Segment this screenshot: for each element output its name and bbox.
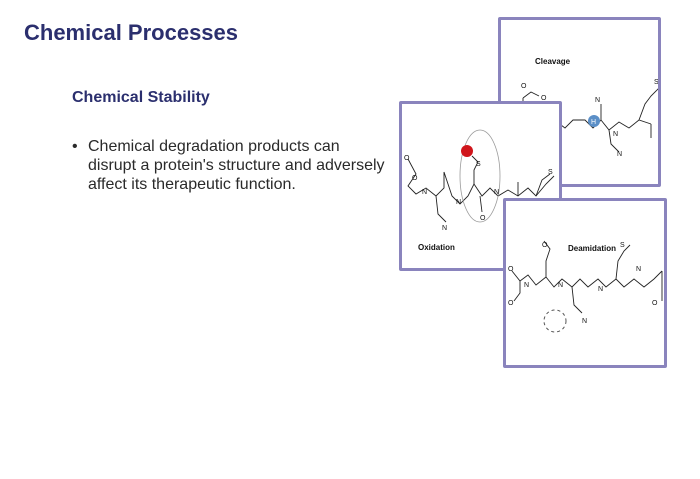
deamidation-label: Deamidation [568, 244, 616, 253]
atom-n: N [422, 189, 427, 196]
atom-o: O [541, 95, 547, 102]
atom-o: O [508, 266, 514, 273]
atom-o: O [404, 155, 410, 162]
atom-h: H [591, 119, 596, 126]
oxidation-structure-diagram: Oxidation O O N N N S S O N [404, 129, 555, 252]
atom-s: S [476, 161, 481, 168]
oxidation-label: Oxidation [418, 243, 455, 252]
bullet-point: • Chemical degradation products can disru… [72, 137, 388, 194]
slide-title: Chemical Processes [24, 20, 239, 45]
deamidation-structure-diagram: Deamidation O O N N N N S O O N [508, 240, 663, 333]
atom-s: S [548, 169, 553, 176]
atom-n: N [524, 282, 529, 289]
deamidation-card: Deamidation O O N N N N S O O N [503, 198, 667, 368]
atom-o: O [652, 300, 658, 307]
removed-group-marker-icon [543, 309, 567, 333]
oxidation-highlight-ellipse [459, 129, 501, 223]
atom-o: O [480, 215, 486, 222]
bullet-icon: • [72, 138, 78, 155]
atom-n: N [598, 286, 603, 293]
atom-o: O [412, 175, 418, 182]
hydrogen-marker-icon [588, 115, 600, 127]
atom-n: N [558, 282, 563, 289]
atom-o: O [508, 300, 514, 307]
atom-s: S [620, 242, 625, 249]
atom-n: N [613, 131, 618, 138]
atom-n: N [636, 266, 641, 273]
slide-subtitle: Chemical Stability [72, 89, 210, 106]
bullet-text: Chemical degradation products can disrup… [88, 138, 385, 193]
atom-s: S [654, 79, 659, 86]
atom-n: N [582, 318, 587, 325]
atom-n: N [456, 199, 461, 206]
oxygen-marker-icon [461, 145, 473, 157]
atom-n: N [494, 189, 499, 196]
atom-n: N [595, 97, 600, 104]
atom-o: O [542, 242, 548, 249]
atom-n: N [442, 225, 447, 232]
atom-o: O [521, 83, 527, 90]
atom-n: N [617, 151, 622, 158]
cleavage-label: Cleavage [535, 57, 571, 66]
